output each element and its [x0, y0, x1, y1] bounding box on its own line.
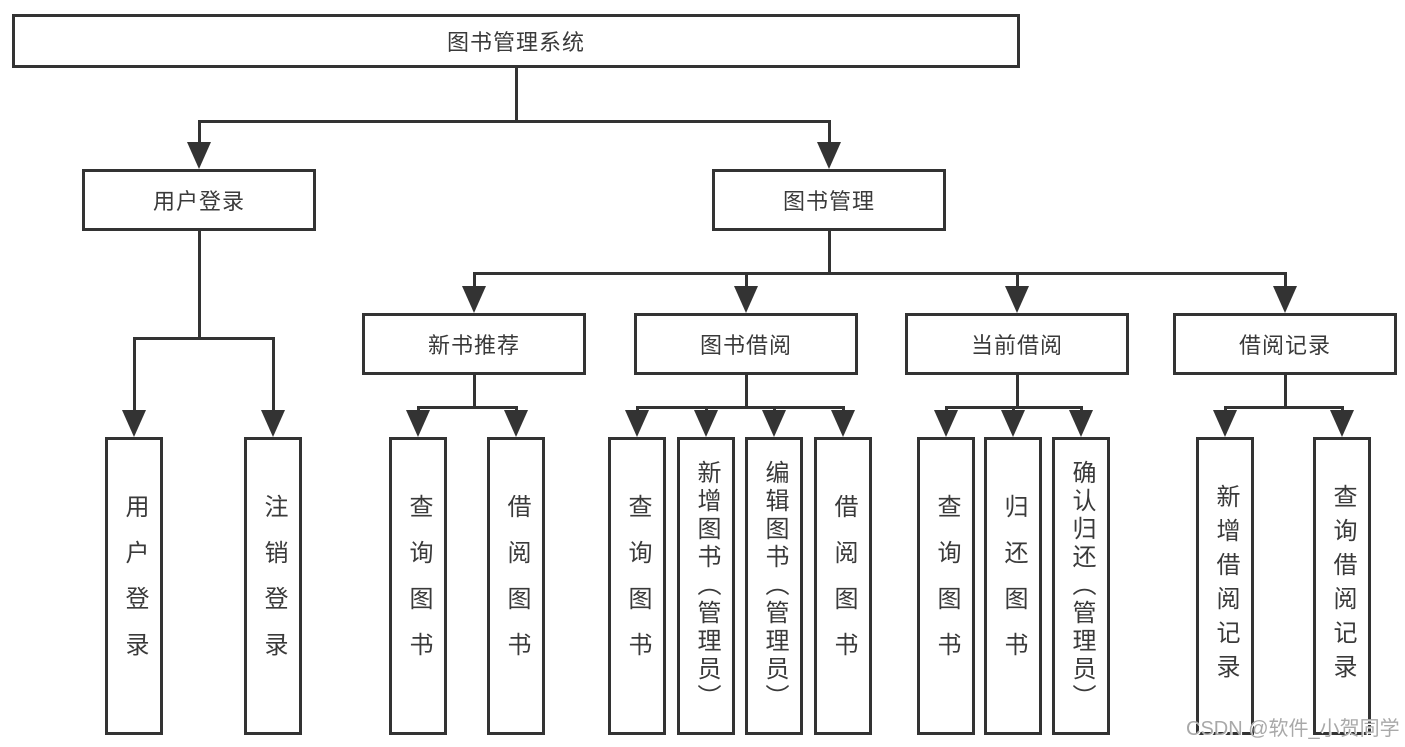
node-label: 查询借阅记录 — [1329, 484, 1356, 688]
connector-bar — [416, 406, 518, 409]
node-label: 借阅图书 — [830, 494, 857, 678]
connector-drop — [841, 406, 845, 412]
arrow-down-icon — [504, 410, 528, 437]
watermark: CSDN @软件_小贺同学 — [1186, 718, 1400, 740]
connector-drop — [1340, 406, 1344, 412]
connector-stem — [514, 68, 518, 123]
arrow-down-icon — [934, 410, 958, 437]
node-label: 用户登录 — [121, 494, 148, 678]
leaf-borrow-books-recommend: 借阅图书 — [487, 437, 545, 735]
arrow-down-icon — [625, 410, 649, 437]
connector-drop — [271, 337, 275, 412]
arrow-down-icon — [762, 410, 786, 437]
connector-drop — [704, 406, 708, 412]
leaf-query-books-current: 查询图书 — [917, 437, 975, 735]
connector-bar — [1223, 406, 1344, 409]
node-label: 归还图书 — [1000, 494, 1027, 678]
node-label: 用户登录 — [152, 189, 245, 214]
node-label: 查询图书 — [405, 494, 432, 678]
connector-drop — [132, 337, 136, 412]
node-label: 新增借阅记录 — [1212, 484, 1239, 688]
arrow-down-icon — [261, 410, 285, 437]
connector-drop — [1283, 272, 1287, 288]
arrow-down-icon — [462, 286, 486, 313]
connector-bar — [472, 272, 1287, 275]
node-label: 新增图书（管理员） — [693, 460, 720, 712]
arrow-down-icon — [1005, 286, 1029, 313]
arrow-down-icon — [1330, 410, 1354, 437]
connector-drop — [1011, 406, 1015, 412]
arrow-down-icon — [1069, 410, 1093, 437]
node-borrow-records: 借阅记录 — [1173, 313, 1397, 375]
leaf-return-books: 归还图书 — [984, 437, 1042, 735]
arrow-down-icon — [694, 410, 718, 437]
connector-drop — [744, 272, 748, 288]
connector-stem — [1283, 375, 1287, 409]
node-book-borrowing: 图书借阅 — [634, 313, 858, 375]
connector-bar — [197, 120, 831, 123]
leaf-confirm-return-admin: 确认归还（管理员） — [1052, 437, 1110, 735]
node-book-management: 图书管理 — [712, 169, 946, 231]
connector-bar — [132, 337, 275, 340]
node-current-borrowing: 当前借阅 — [905, 313, 1129, 375]
leaf-query-books-recommend: 查询图书 — [389, 437, 447, 735]
arrow-down-icon — [122, 410, 146, 437]
node-label: 图书借阅 — [699, 333, 792, 358]
connector-drop — [635, 406, 639, 412]
arrow-down-icon — [734, 286, 758, 313]
node-library-system: 图书管理系统 — [12, 14, 1020, 68]
connector-drop — [1015, 272, 1019, 288]
connector-drop — [416, 406, 420, 412]
connector-stem — [744, 375, 748, 409]
arrow-down-icon — [1001, 410, 1025, 437]
leaf-user-login: 用户登录 — [105, 437, 163, 735]
leaf-query-borrow-record: 查询借阅记录 — [1313, 437, 1371, 735]
connector-bar — [635, 406, 845, 409]
node-label: 借阅图书 — [503, 494, 530, 678]
connector-stem — [472, 375, 476, 409]
connector-drop — [944, 406, 948, 412]
node-label: 借阅记录 — [1238, 333, 1331, 358]
leaf-edit-books-admin: 编辑图书（管理员） — [745, 437, 803, 735]
arrow-down-icon — [1213, 410, 1237, 437]
arrow-down-icon — [406, 410, 430, 437]
node-label: 新书推荐 — [427, 333, 520, 358]
leaf-add-books-admin: 新增图书（管理员） — [677, 437, 735, 735]
leaf-add-borrow-record: 新增借阅记录 — [1196, 437, 1254, 735]
connector-drop — [1223, 406, 1227, 412]
arrow-down-icon — [187, 142, 211, 169]
node-label: 查询图书 — [933, 494, 960, 678]
connector-stem — [197, 231, 201, 340]
node-label: 当前借阅 — [970, 333, 1063, 358]
connector-drop — [197, 120, 201, 144]
connector-drop — [1079, 406, 1083, 412]
connector-drop — [472, 272, 476, 288]
node-label: 编辑图书（管理员） — [761, 460, 788, 712]
node-label: 确认归还（管理员） — [1068, 460, 1095, 712]
node-label: 图书管理系统 — [446, 30, 585, 55]
node-new-book-recommend: 新书推荐 — [362, 313, 586, 375]
node-label: 查询图书 — [624, 494, 651, 678]
node-label: 图书管理 — [782, 189, 875, 214]
arrow-down-icon — [831, 410, 855, 437]
leaf-logout: 注销登录 — [244, 437, 302, 735]
node-user-login: 用户登录 — [82, 169, 316, 231]
arrow-down-icon — [1273, 286, 1297, 313]
connector-drop — [772, 406, 776, 412]
connector-drop — [827, 120, 831, 144]
connector-drop — [514, 406, 518, 412]
node-label: 注销登录 — [260, 494, 287, 678]
leaf-query-books-borrowing: 查询图书 — [608, 437, 666, 735]
connector-stem — [1015, 375, 1019, 409]
connector-stem — [827, 231, 831, 275]
arrow-down-icon — [817, 142, 841, 169]
leaf-borrow-books: 借阅图书 — [814, 437, 872, 735]
